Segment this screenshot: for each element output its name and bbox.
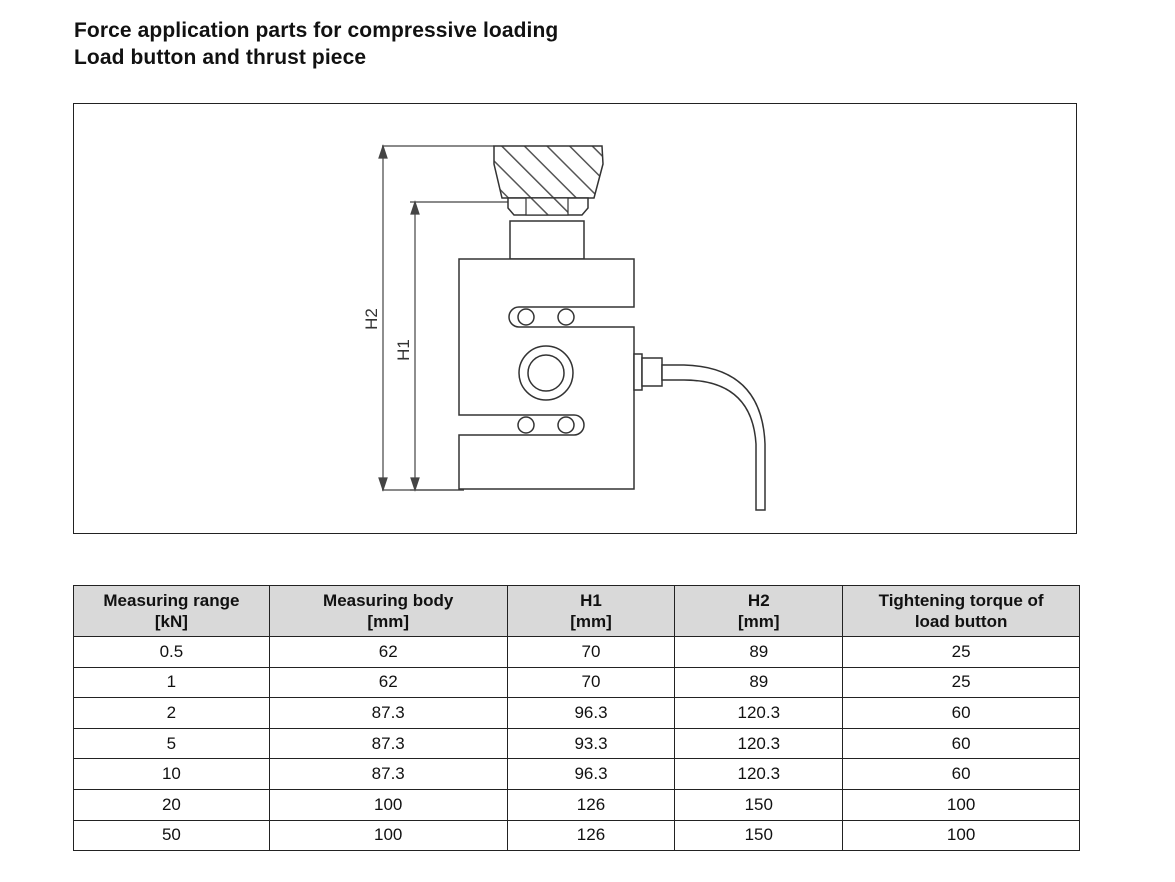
table-row: 2 87.3 96.3 120.3 60 (73, 697, 1080, 729)
cable (633, 353, 766, 511)
table-header-row: Measuring range[kN] Measuring body[mm] H… (73, 585, 1080, 637)
h2-dimension (378, 144, 494, 492)
cell-range: 0.5 (73, 636, 270, 668)
table-row: 1 62 70 89 25 (73, 666, 1080, 699)
cell-torque: 25 (842, 666, 1080, 699)
cell-h2: 150 (674, 819, 844, 852)
cell-range: 1 (73, 666, 270, 699)
cell-body: 87.3 (268, 758, 508, 790)
dimensions-table: Measuring range[kN] Measuring body[mm] H… (73, 585, 1080, 852)
cell-torque: 60 (842, 758, 1080, 790)
cell-body: 62 (268, 666, 508, 699)
cell-h1: 96.3 (506, 697, 676, 729)
cell-range: 10 (73, 758, 270, 790)
cell-range: 5 (73, 727, 270, 760)
header-h2: H2[mm] (674, 585, 844, 637)
cell-h2: 150 (674, 788, 844, 821)
cell-h1: 93.3 (506, 727, 676, 760)
load-cell-body (458, 258, 635, 490)
cell-h1: 126 (506, 788, 676, 821)
cell-h2: 89 (674, 666, 844, 699)
cell-body: 100 (268, 788, 508, 821)
header-measuring-body: Measuring body[mm] (268, 585, 508, 637)
cell-h2: 89 (674, 636, 844, 668)
cell-range: 50 (73, 819, 270, 852)
header-measuring-range: Measuring range[kN] (73, 585, 270, 637)
cell-torque: 60 (842, 697, 1080, 729)
page-subtitle: Load button and thrust piece (74, 46, 367, 69)
h1-label: H1 (394, 339, 413, 361)
table-row: 50 100 126 150 100 (73, 819, 1080, 852)
cell-torque: 25 (842, 636, 1080, 668)
cell-h1: 70 (506, 636, 676, 668)
cell-body: 87.3 (268, 697, 508, 729)
table-row: 5 87.3 93.3 120.3 60 (73, 727, 1080, 760)
h2-label: H2 (362, 308, 381, 330)
cell-range: 20 (73, 788, 270, 821)
cell-body: 100 (268, 819, 508, 852)
cell-range: 2 (73, 697, 270, 729)
cell-body: 62 (268, 636, 508, 668)
cell-body: 87.3 (268, 727, 508, 760)
table-row: 0.5 62 70 89 25 (73, 636, 1080, 668)
header-h1: H1[mm] (506, 585, 676, 637)
cell-torque: 100 (842, 819, 1080, 852)
cell-torque: 60 (842, 727, 1080, 760)
h1-dimension (410, 200, 509, 492)
table-row: 20 100 126 150 100 (73, 788, 1080, 821)
cell-h2: 120.3 (674, 758, 844, 790)
load-cell-drawing: H2 H1 (362, 144, 766, 511)
thrust-piece (509, 220, 585, 260)
cell-torque: 100 (842, 788, 1080, 821)
drawing-frame: H2 H1 (73, 103, 1077, 534)
cell-h1: 70 (506, 666, 676, 699)
cell-h2: 120.3 (674, 697, 844, 729)
table-row: 10 87.3 96.3 120.3 60 (73, 758, 1080, 790)
cell-h2: 120.3 (674, 727, 844, 760)
page-title: Force application parts for compressive … (74, 19, 559, 42)
cell-h1: 96.3 (506, 758, 676, 790)
cell-h1: 126 (506, 819, 676, 852)
load-button (493, 145, 604, 216)
